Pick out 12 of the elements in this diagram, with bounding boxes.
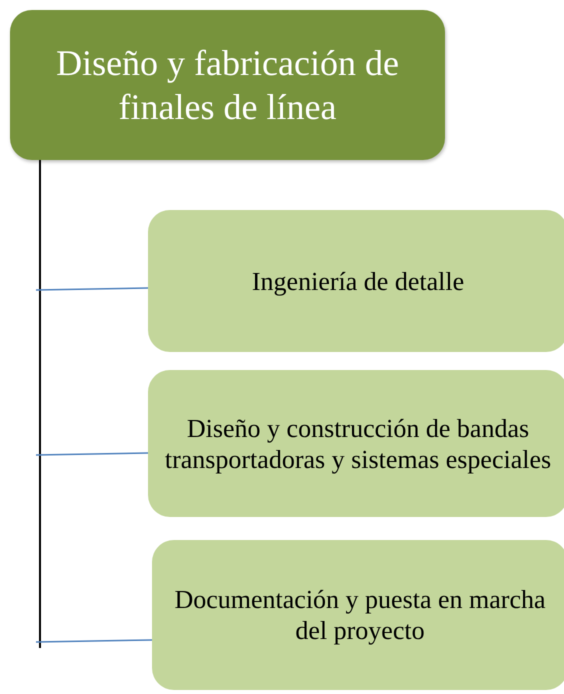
title-box xyxy=(10,10,445,160)
process-box xyxy=(148,210,564,352)
box-label: Documentación y puesta en marcha del proyecto xyxy=(173,584,547,646)
connector-line xyxy=(36,287,148,291)
box-label: Diseño y construcción de bandas transportadoras y sistemas especiales xyxy=(164,412,552,474)
process-box xyxy=(148,370,564,517)
box-label: Ingeniería de detalle xyxy=(250,266,466,296)
connector-line xyxy=(36,452,148,456)
process-box xyxy=(152,540,564,690)
tree-connector xyxy=(39,160,41,648)
box-label: Diseño y fabricación de finales de línea xyxy=(55,42,400,129)
connector-line xyxy=(36,639,152,643)
